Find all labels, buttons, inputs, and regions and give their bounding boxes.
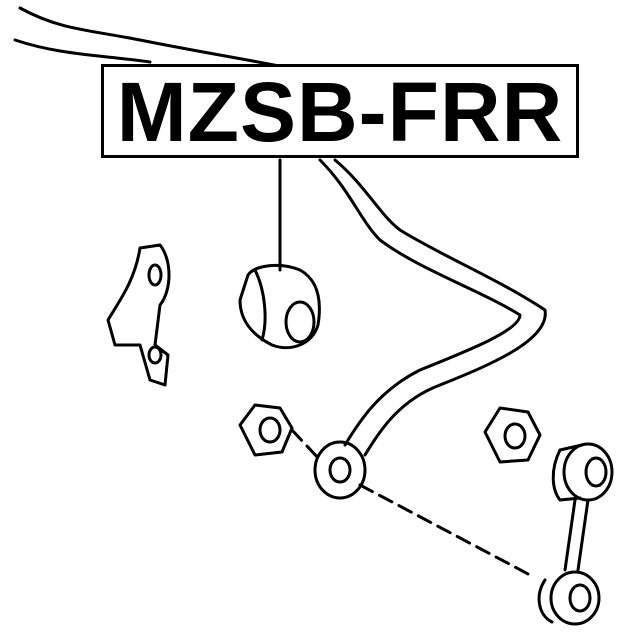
stabilizer-link	[537, 442, 614, 626]
bushing	[238, 263, 321, 350]
assembly-line	[290, 428, 532, 577]
part-number-label: MZSB-FRR	[101, 64, 579, 158]
nut-right	[483, 406, 542, 464]
bracket	[106, 243, 171, 387]
nut-left	[238, 403, 294, 457]
bar-end-eye	[313, 440, 367, 500]
stabilizer-bar	[13, 6, 547, 457]
